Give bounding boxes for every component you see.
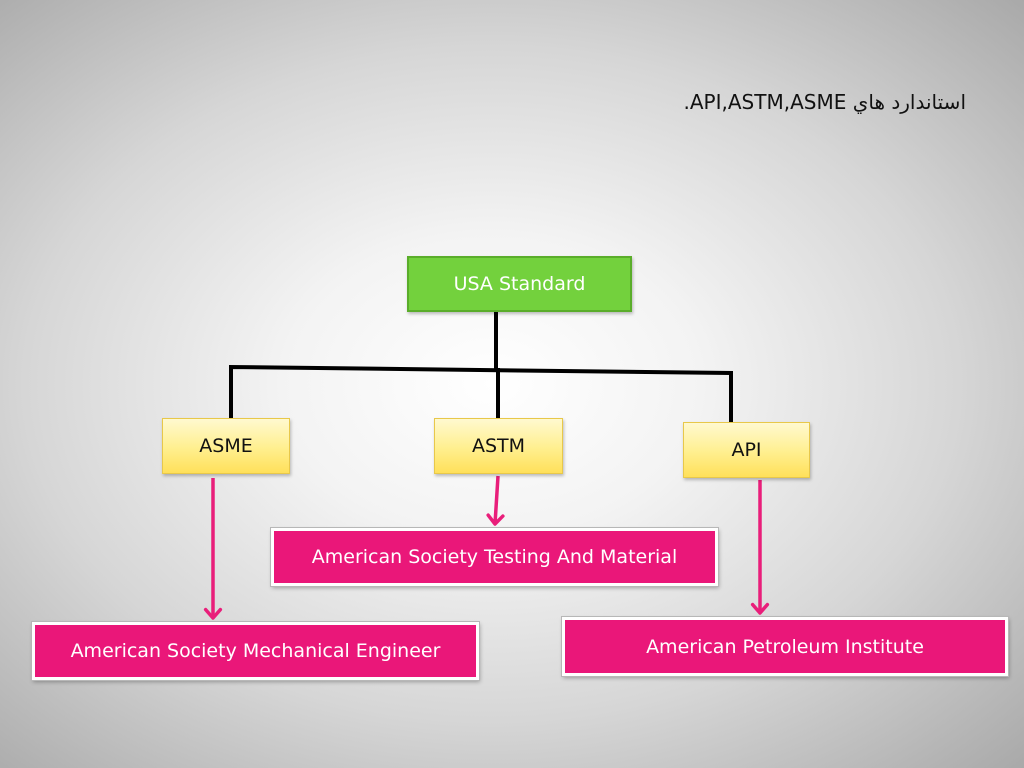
api-box: API bbox=[683, 422, 810, 478]
api-full-name-box: American Petroleum Institute bbox=[561, 616, 1009, 677]
asme-box: ASME bbox=[162, 418, 290, 474]
asme-full-name-box: American Society Mechanical Engineer bbox=[31, 621, 480, 681]
tree-connectors bbox=[229, 310, 733, 424]
astm-box: ASTM bbox=[434, 418, 563, 474]
slide-title: .API,ASTM,ASME استاندارد هاي bbox=[683, 90, 966, 114]
horizontal-bar-line bbox=[229, 364, 733, 424]
usa-standard-box: USA Standard bbox=[407, 256, 632, 312]
astm-arrow bbox=[486, 475, 505, 526]
astm-full-name-box: American Society Testing And Material bbox=[270, 527, 719, 587]
pink-arrows bbox=[203, 475, 770, 620]
